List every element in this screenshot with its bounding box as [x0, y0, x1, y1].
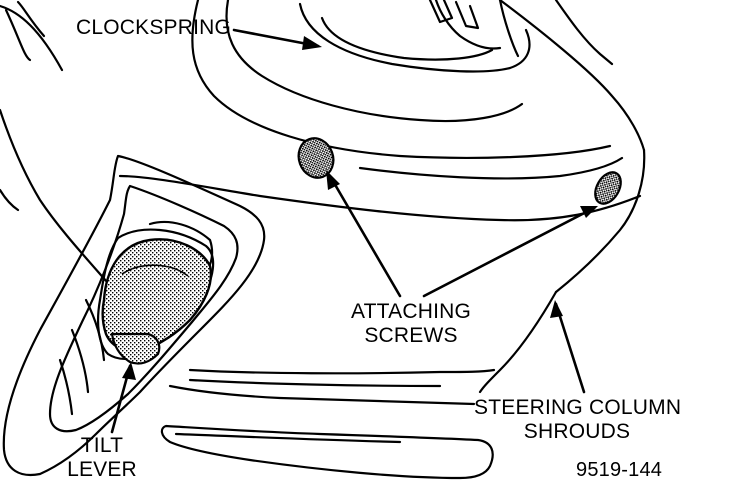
hood-top-right [554, 0, 614, 66]
column-hub-top [434, 0, 502, 50]
attaching-screw-right [594, 171, 622, 205]
lower-shroud-inner [174, 432, 402, 444]
label-shrouds-line1: STEERING COLUMN [474, 396, 682, 419]
upper-cover-ridge [225, 0, 524, 123]
leader-shrouds [554, 302, 586, 394]
label-clockspring: CLOCKSPRING [76, 16, 231, 40]
shroud-right-lower [478, 290, 558, 394]
shroud-bottom-edge [168, 384, 476, 406]
shroud-lower-line-1 [188, 368, 496, 375]
tilt-lever-highlight [121, 264, 189, 277]
upper-cover-outline [191, 0, 612, 159]
arrowhead-clockspring [302, 36, 322, 50]
dash-corner-top [16, 0, 46, 38]
shroud-right-edge [554, 148, 646, 294]
bezel-outer [2, 154, 266, 477]
shroud-inner-crease [358, 156, 624, 180]
label-steering-column-shrouds: STEERING COLUMN SHROUDS [474, 396, 682, 444]
label-tilt-line1: TILT [80, 434, 124, 457]
attaching-screw-left [297, 137, 335, 179]
leader-screw-left [328, 174, 402, 298]
dash-edge-left-2 [0, 108, 116, 292]
column-hub-side [498, 0, 520, 58]
hood-right-edge [498, 0, 646, 152]
column-hub-slot-2 [454, 0, 480, 30]
leader-screw-right [422, 206, 596, 298]
column-hub-slot-1 [428, 0, 454, 24]
label-attaching-screws-line1: ATTACHING [350, 300, 472, 323]
arrowhead-tilt [122, 362, 136, 380]
bezel-shadow-3 [58, 358, 74, 416]
figure-code: 9519-144 [576, 458, 662, 482]
label-tilt-lever: TILT LEVER [62, 434, 142, 482]
label-clockspring-text: CLOCKSPRING [76, 16, 232, 39]
tilt-lever-stem [110, 332, 161, 365]
label-tilt-line2: LEVER [67, 458, 137, 481]
lever-top-cap [148, 220, 214, 274]
arrowhead-shrouds [550, 300, 563, 318]
label-shrouds-line2: SHROUDS [523, 420, 631, 443]
arrowhead-screw-left [326, 170, 340, 190]
shroud-lower-line-2 [188, 378, 442, 388]
clockspring-ring-inner [320, 16, 494, 61]
dash-edge-left-1 [4, 8, 32, 62]
figure-code-text: 9519-144 [576, 459, 663, 481]
dash-edge-left-3 [0, 188, 20, 212]
bezel-shadow-2 [70, 328, 90, 394]
label-attaching-screws: ATTACHING SCREWS [346, 300, 476, 348]
lower-shroud-outline [160, 424, 494, 480]
dash-edge-top [0, 4, 64, 72]
clockspring-ring-outer [298, 2, 531, 73]
label-attaching-screws-line2: SCREWS [364, 324, 458, 347]
tilt-lever-knob [101, 238, 213, 353]
arrowhead-screw-right [580, 206, 598, 218]
